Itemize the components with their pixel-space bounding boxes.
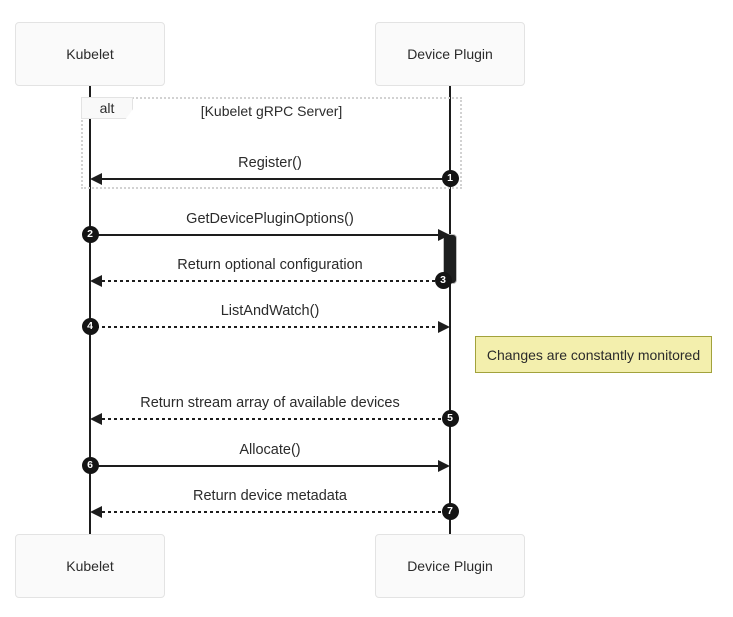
note-box: Changes are constantly monitored <box>475 336 712 373</box>
sequence-number-badge: 6 <box>81 456 99 474</box>
sequence-number-badge: 5 <box>441 409 459 427</box>
sequence-number-badge: 2 <box>81 225 99 243</box>
arrowhead-icon <box>90 275 102 287</box>
arrowhead-icon <box>90 506 102 518</box>
message-line <box>102 418 450 420</box>
actor-box-kubelet-top: Kubelet <box>15 22 165 86</box>
message-line <box>102 178 450 180</box>
arrowhead-icon <box>438 460 450 472</box>
message-line <box>90 234 438 236</box>
message-label: GetDevicePluginOptions() <box>186 211 354 227</box>
sequence-number-badge: 3 <box>434 271 452 289</box>
alt-frame-title: [Kubelet gRPC Server] <box>200 103 343 119</box>
arrowhead-icon <box>90 173 102 185</box>
alt-frame <box>81 97 462 189</box>
actor-label: Kubelet <box>66 558 114 574</box>
arrowhead-icon <box>90 413 102 425</box>
message-label: Return device metadata <box>193 488 347 504</box>
actor-label: Device Plugin <box>407 558 493 574</box>
sequence-number-badge: 4 <box>81 317 99 335</box>
message-label: Return optional configuration <box>177 257 363 273</box>
sequence-number-badge: 1 <box>441 169 459 187</box>
message-line <box>90 326 438 328</box>
actor-box-device-plugin-bottom: Device Plugin <box>375 534 525 598</box>
message-line <box>90 465 438 467</box>
message-label: Allocate() <box>239 442 301 458</box>
actor-box-kubelet-bottom: Kubelet <box>15 534 165 598</box>
arrowhead-icon <box>438 229 450 241</box>
arrowhead-icon <box>438 321 450 333</box>
sequence-number-badge: 7 <box>441 502 459 520</box>
message-label: Register() <box>238 155 302 171</box>
message-line <box>102 511 450 513</box>
message-label: ListAndWatch() <box>220 303 320 319</box>
message-label: Return stream array of available devices <box>140 395 400 411</box>
lifeline-device-plugin <box>449 86 451 534</box>
actor-label: Kubelet <box>66 46 114 62</box>
actor-label: Device Plugin <box>407 46 493 62</box>
lifeline-kubelet <box>89 86 91 534</box>
actor-box-device-plugin-top: Device Plugin <box>375 22 525 86</box>
alt-frame-label: alt <box>81 97 133 119</box>
message-line <box>102 280 443 282</box>
